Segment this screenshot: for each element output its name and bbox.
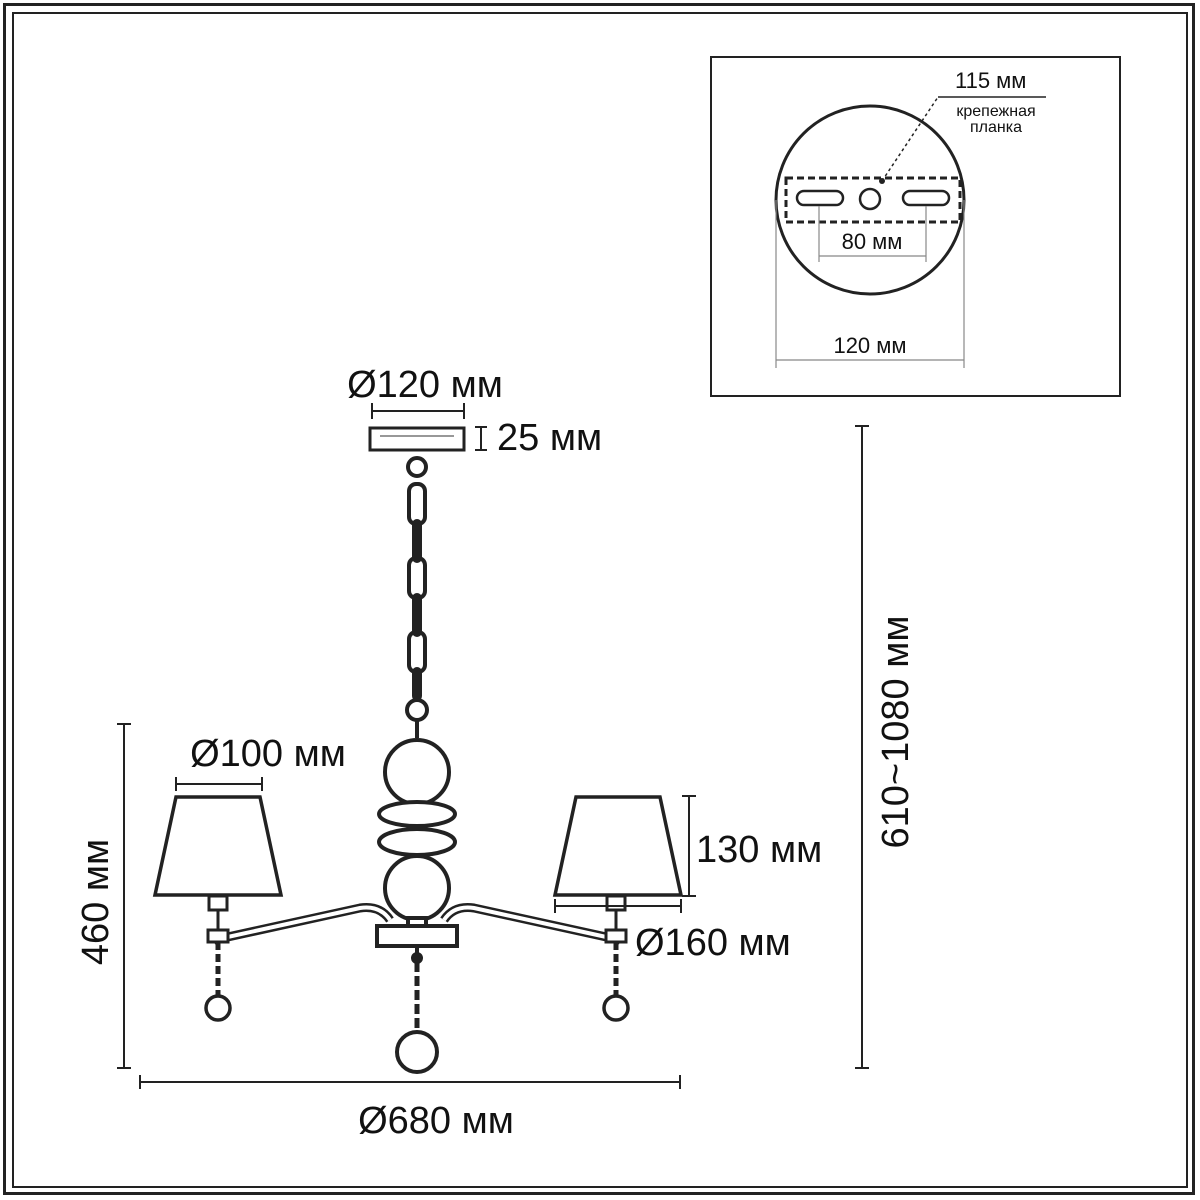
column-disc-1	[377, 800, 457, 828]
inner-frame	[12, 12, 1188, 1188]
shade-bottom-diameter-label: Ø160 мм	[635, 922, 791, 964]
canopy-diameter-label: Ø120 мм	[347, 364, 503, 406]
left-socket	[206, 928, 230, 944]
column-ball-top	[383, 738, 451, 806]
left-lamp	[152, 795, 284, 1022]
leader-line	[881, 96, 939, 182]
canopy-plate	[368, 426, 466, 452]
central-column	[375, 738, 459, 1074]
left-drop-ball	[204, 994, 232, 1022]
body-height-label: 460 мм	[75, 839, 117, 965]
canopy-height-label: 25 мм	[497, 417, 602, 459]
inset-box	[710, 56, 1121, 397]
dimension-annotations	[117, 425, 869, 1089]
center-drop-ball	[395, 1030, 439, 1074]
shade-height-label: 130 мм	[696, 829, 822, 871]
right-socket	[604, 928, 628, 944]
canopy: Ø120 мм 25 мм	[347, 364, 602, 459]
chain	[405, 456, 429, 738]
mounting-plate	[784, 176, 962, 224]
slot-right	[901, 189, 951, 207]
base-diameter-label: 120 мм	[833, 333, 906, 358]
right-lamp	[552, 795, 684, 1022]
right-drop-ball	[602, 994, 630, 1022]
column-ball-bottom	[383, 854, 451, 922]
arms	[213, 903, 621, 945]
left-shade	[152, 795, 284, 897]
outer-frame	[3, 3, 1195, 1195]
overall-diameter-label: Ø680 мм	[358, 1100, 514, 1142]
mount-label-line1: крепежная	[956, 103, 1035, 120]
slot-left	[795, 189, 845, 207]
column-hub	[375, 924, 459, 948]
mount-size-label: 115 мм	[955, 68, 1026, 93]
mounting-inset: 115 мм крепежная планка 80 мм 120 мм	[710, 56, 1121, 397]
shade-top-diameter-label: Ø100 мм	[190, 733, 346, 775]
mount-label-line2: планка	[970, 119, 1022, 136]
center-hole	[858, 187, 882, 211]
right-shade	[552, 795, 684, 897]
leader-dot	[879, 178, 885, 184]
column-disc-2	[377, 827, 457, 857]
total-height-label: 610~1080 мм	[875, 616, 917, 849]
hole-spacing-label: 80 мм	[842, 229, 903, 254]
